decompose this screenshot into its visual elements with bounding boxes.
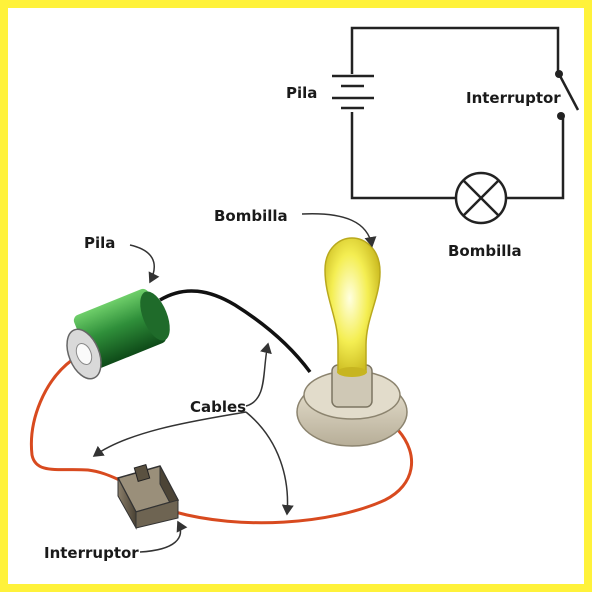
battery-icon xyxy=(66,288,170,380)
switch-label: Interruptor xyxy=(44,544,139,562)
bulb-icon xyxy=(296,237,408,447)
red-wire-switch-bulb xyxy=(174,429,414,525)
switch-arrow xyxy=(139,520,188,553)
schematic-bulb-icon xyxy=(454,171,508,225)
battery-label: Pila xyxy=(84,234,115,252)
switch-icon xyxy=(116,463,180,530)
cables-arrow-1 xyxy=(245,342,272,407)
black-wire xyxy=(159,289,312,374)
cables-arrow-2 xyxy=(92,411,247,457)
bulb-arrow xyxy=(301,213,377,248)
schematic-bulb-label: Bombilla xyxy=(448,242,522,260)
battery-arrow xyxy=(129,244,160,284)
schematic-circuit: Pila Interruptor Bombilla xyxy=(286,26,580,260)
schematic-battery-label: Pila xyxy=(286,84,317,102)
schematic-switch-label: Interruptor xyxy=(466,89,561,107)
cables-arrow-3 xyxy=(245,411,294,516)
schematic-switch-icon xyxy=(555,70,580,120)
red-wire-battery-switch xyxy=(29,358,126,484)
schematic-battery-icon xyxy=(332,74,374,110)
schematic-wire xyxy=(350,26,565,200)
cables-label: Cables xyxy=(190,398,246,416)
bulb-label: Bombilla xyxy=(214,207,288,225)
